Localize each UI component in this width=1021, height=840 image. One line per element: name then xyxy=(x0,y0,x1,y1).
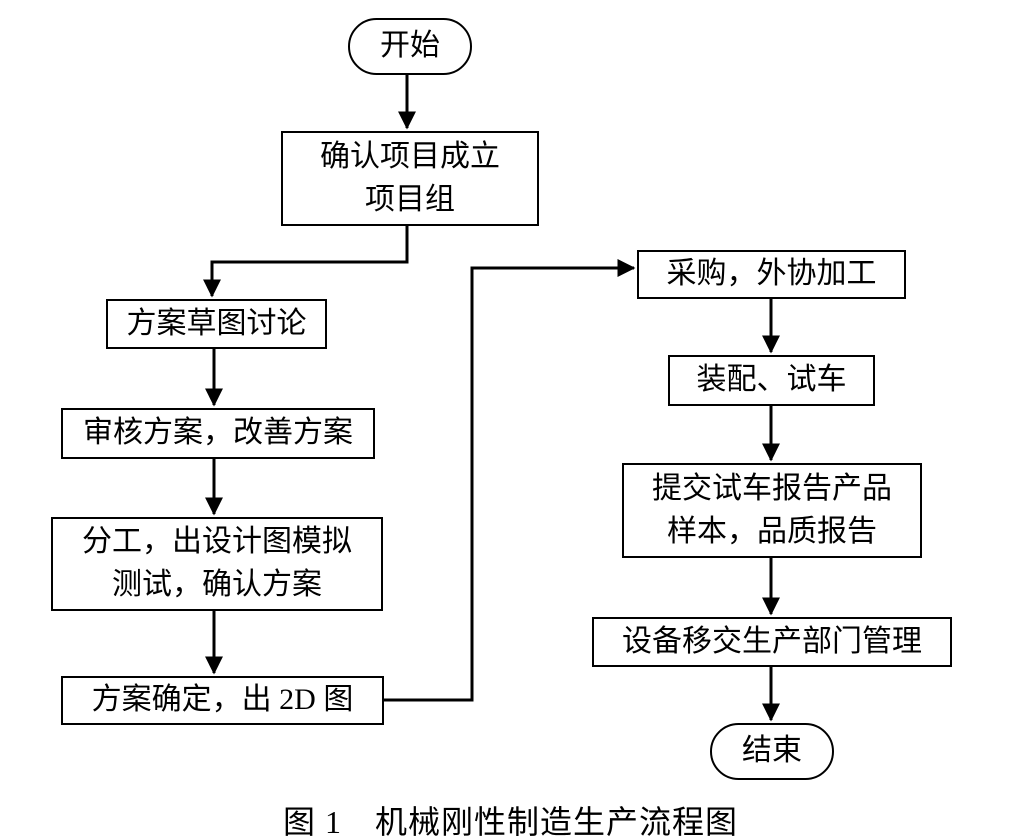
node-sketch-discussion: 方案草图讨论 xyxy=(106,299,327,349)
node-plan-confirmed-label: 方案确定，出 2D 图 xyxy=(91,683,354,717)
node-review-plan-label: 审核方案，改善方案 xyxy=(83,416,353,450)
node-confirm-project-label: 确认项目成立 项目组 xyxy=(320,139,500,216)
node-start: 开始 xyxy=(348,18,472,75)
node-procurement: 采购，外协加工 xyxy=(637,250,906,299)
connector-plan-confirmed-to-procurement xyxy=(384,259,636,702)
node-trial-report: 提交试车报告产品 样本，品质报告 xyxy=(622,463,922,558)
node-division-design: 分工，出设计图模拟 测试，确认方案 xyxy=(51,517,383,611)
node-assembly-trial: 装配、试车 xyxy=(668,355,875,406)
node-review-plan: 审核方案，改善方案 xyxy=(61,408,375,459)
node-trial-report-label: 提交试车报告产品 样本，品质报告 xyxy=(652,471,892,548)
figure-caption: 图 1 机械刚性制造生产流程图 xyxy=(282,804,738,840)
node-assembly-trial-label: 装配、试车 xyxy=(696,363,847,397)
node-sketch-discussion-label: 方案草图讨论 xyxy=(126,306,307,340)
node-plan-confirmed: 方案确定，出 2D 图 xyxy=(61,676,384,725)
node-handover: 设备移交生产部门管理 xyxy=(592,617,952,667)
node-start-label: 开始 xyxy=(380,29,440,63)
node-end: 结束 xyxy=(710,723,834,780)
node-division-design-label: 分工，出设计图模拟 测试，确认方案 xyxy=(82,525,352,601)
node-handover-label: 设备移交生产部门管理 xyxy=(622,624,922,658)
node-end-label: 结束 xyxy=(742,734,802,768)
connector-confirm-project-to-sketch-discussion xyxy=(203,226,409,298)
node-procurement-label: 采购，外协加工 xyxy=(666,257,877,291)
node-confirm-project: 确认项目成立 项目组 xyxy=(281,131,539,226)
